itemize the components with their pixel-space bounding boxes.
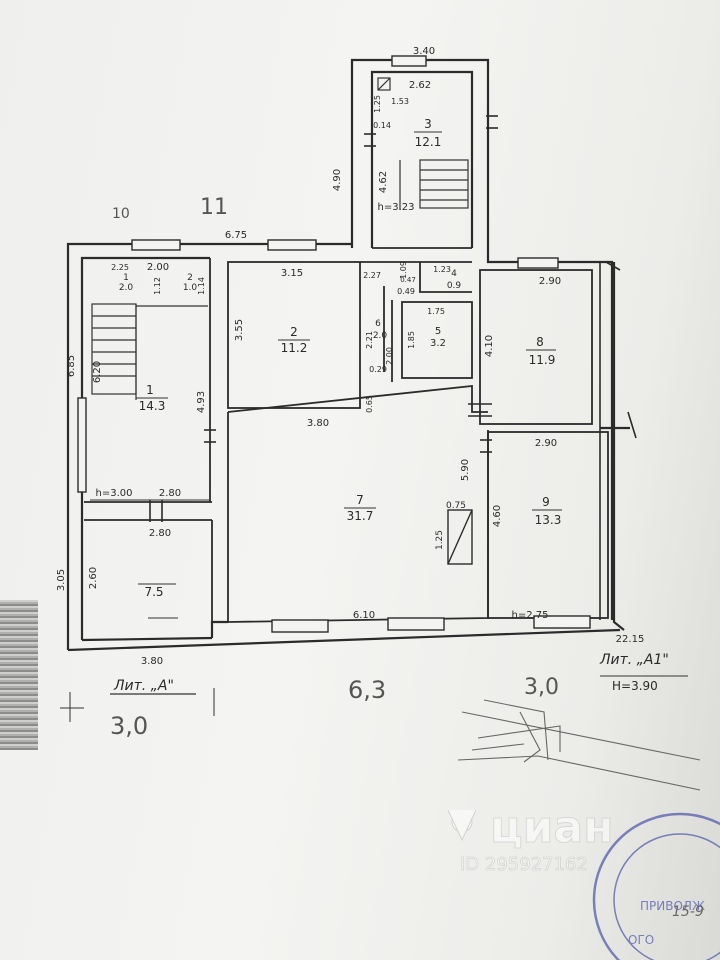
litera-labels: Лит. „А" Лит. „А1" H=3.90	[110, 652, 669, 695]
note-30-left: 3,0	[110, 712, 148, 740]
dim-610: 6.10	[353, 610, 375, 621]
dim-260: 2.60	[88, 567, 99, 589]
dim-014: 0.14	[373, 121, 391, 130]
dim-685: 6.85	[66, 355, 77, 377]
dim-380b: 3.80	[141, 656, 163, 667]
room-8-area: 11.9	[529, 353, 556, 367]
stove	[447, 509, 473, 565]
stamp-date: 15-9	[672, 904, 704, 920]
room-2-area: 11.2	[281, 341, 308, 355]
dim-305: 3.05	[56, 569, 67, 591]
dim-620: 6.20	[92, 361, 103, 383]
room-7-number: 7	[356, 493, 364, 507]
dim-590: 5.90	[460, 459, 471, 481]
dim-h275: h=2.75	[512, 610, 549, 621]
dim-h323: h=3.23	[378, 202, 415, 213]
lit-a1-label: Лит. „А1"	[599, 652, 669, 668]
dim-290a: 2.90	[539, 276, 561, 287]
lit-a-label: Лит. „А"	[113, 678, 174, 694]
dim-290b: 2.90	[535, 438, 557, 449]
stamp-text: ПРИВОЛЖ	[640, 899, 705, 913]
pencil-notes: 10 11 6,3 3,0 3,0	[110, 195, 559, 740]
dim-153: 1.53	[391, 97, 409, 106]
cian-id: ID 295927162	[460, 854, 588, 875]
dim-125: 1.25	[373, 95, 382, 113]
room-3-number: 3	[424, 117, 432, 131]
dim-200top: 2.00	[147, 262, 169, 273]
dim-2215: 22.15	[616, 634, 645, 645]
room-3-area: 12.1	[415, 135, 442, 149]
dim-114: 1.14	[197, 277, 206, 295]
room-7-area: 31.7	[347, 509, 374, 523]
height-label: H=3.90	[612, 679, 658, 693]
room-labels: 1 14.3 2 11.2 3 12.1 4 0.9 5 3.2 6 2.0 7…	[119, 117, 562, 599]
stairs-room1	[91, 303, 208, 400]
dim-075: 0.75	[446, 501, 466, 511]
room-8-number: 8	[536, 335, 544, 349]
scan-edge-artifact	[0, 600, 38, 750]
dim-125b: 1.25	[435, 530, 445, 550]
room-wc1-area: 2.0	[119, 283, 134, 293]
dim-380a: 3.80	[307, 418, 329, 429]
cian-watermark: циан ID 295927162	[447, 802, 614, 875]
dim-221: 2.21	[365, 331, 374, 349]
dim-h300: h=3.00	[96, 488, 133, 499]
pencil-sketch	[457, 699, 701, 791]
dim-227: 2.27	[363, 271, 381, 280]
room-2-number: 2	[290, 325, 298, 339]
room-1-number: 1	[146, 383, 154, 397]
cian-brand: циан	[490, 802, 614, 853]
room-9-area: 13.3	[535, 513, 562, 527]
dim-200b: 2.00	[385, 347, 394, 365]
room-4-area: 0.9	[447, 281, 462, 291]
dim-315: 3.15	[281, 268, 303, 279]
dim-065: 0.65	[365, 395, 374, 413]
dim-493: 4.93	[196, 391, 207, 413]
dim-460: 4.60	[492, 505, 503, 527]
dim-355: 3.55	[234, 319, 245, 341]
dim-225: 2.25	[111, 263, 129, 272]
dim-262: 2.62	[409, 80, 431, 91]
interior-walls	[84, 247, 609, 623]
official-stamp: ПРИВОЛЖ ОГО 15-9	[592, 812, 720, 960]
dim-047: 0.47	[400, 276, 416, 284]
dim-112: 1.12	[153, 277, 162, 295]
room-10-area: 7.5	[144, 585, 163, 599]
room-9-number: 9	[542, 495, 550, 509]
note-10: 10	[112, 206, 130, 222]
stamp-text2: ОГО	[628, 933, 654, 947]
dim-280b: 2.80	[149, 528, 171, 539]
stairs-room3	[377, 77, 469, 210]
dim-109: 1.09	[399, 261, 408, 279]
dimension-labels: 3.40 2.62 1.53 1.25 0.14 4.90 4.62 h=3.2…	[56, 46, 644, 667]
room-wc2-number: 2	[187, 273, 193, 283]
walls	[66, 58, 630, 652]
room-5-number: 5	[435, 326, 441, 337]
room-wc1-number: 1	[123, 273, 129, 283]
dim-675: 6.75	[225, 230, 247, 241]
note-63: 6,3	[348, 676, 386, 704]
windows	[77, 55, 591, 633]
note-11: 11	[200, 195, 228, 220]
dim-175: 1.75	[427, 307, 445, 316]
room-wc2-area: 1.0	[183, 283, 198, 293]
dim-029: 0.29	[369, 365, 387, 374]
dim-462: 4.62	[378, 171, 389, 193]
dim-280a: 2.80	[159, 488, 181, 499]
dim-049: 0.49	[397, 287, 415, 296]
room-6-area: 2.0	[373, 331, 388, 341]
dim-185: 1.85	[407, 331, 416, 349]
room-1-area: 14.3	[139, 399, 166, 413]
note-30-right: 3,0	[524, 675, 559, 700]
door-marks	[149, 115, 637, 522]
dim-123: 1.23	[433, 265, 451, 274]
dim-410: 4.10	[484, 335, 495, 357]
dim-490: 4.90	[332, 169, 343, 191]
room-5-area: 3.2	[430, 338, 446, 349]
dim-340: 3.40	[413, 46, 435, 57]
room-6-number: 6	[375, 319, 381, 329]
room-4-number: 4	[451, 269, 457, 279]
